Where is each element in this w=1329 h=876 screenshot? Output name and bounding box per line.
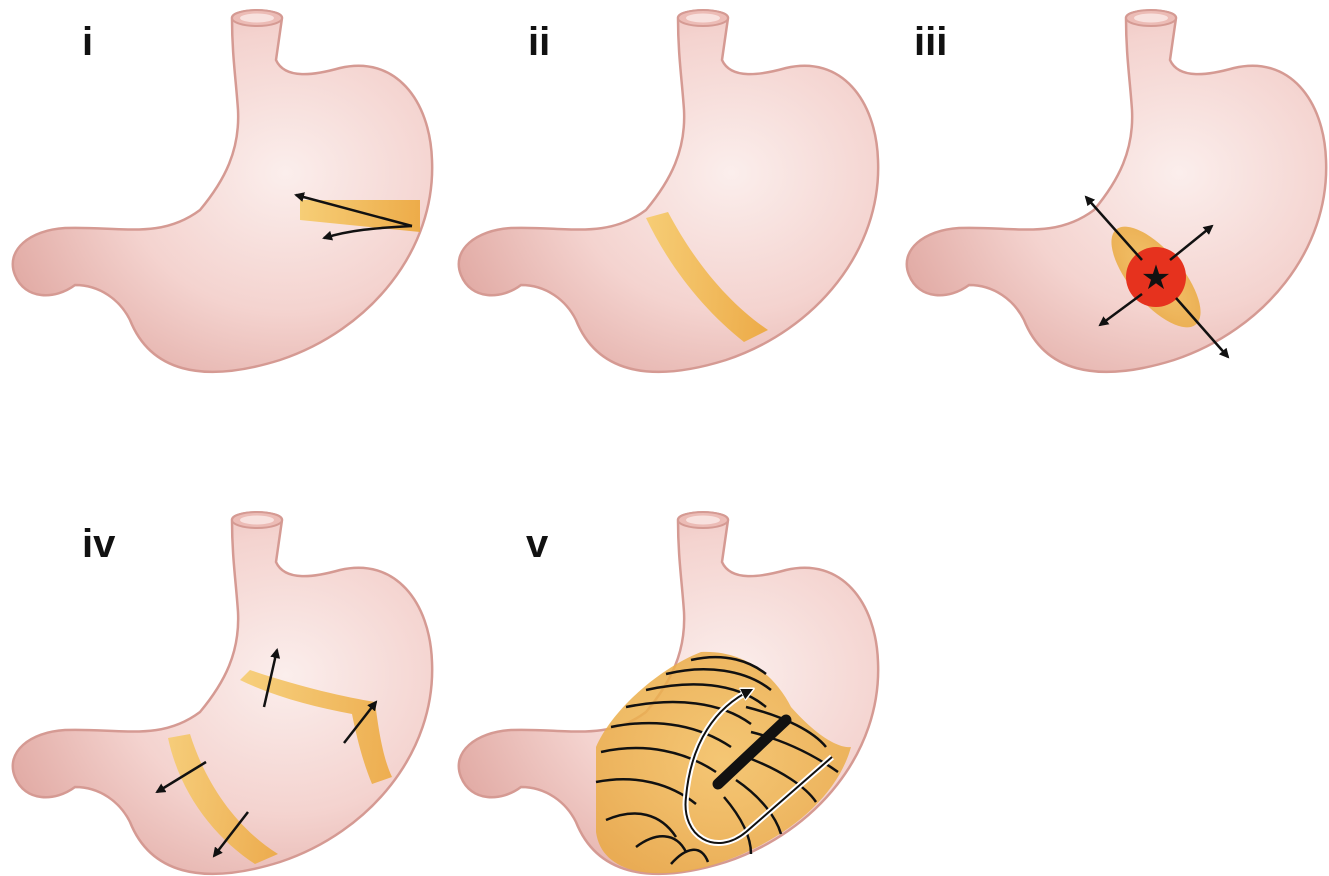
- star-icon: ★: [1141, 258, 1171, 298]
- panel-ii: ii: [459, 10, 878, 372]
- panel-label: ii: [528, 20, 550, 64]
- panel-iv: iv: [13, 512, 432, 874]
- panel-label: i: [82, 20, 93, 64]
- stomach-illustration: [907, 10, 1326, 372]
- panel-label: iii: [914, 20, 947, 64]
- panel-i: i: [13, 10, 432, 372]
- panel-label: iv: [82, 522, 116, 566]
- panel-label: v: [526, 522, 549, 566]
- panel-iii: ★ iii: [907, 10, 1326, 372]
- stomach-illustration: [13, 10, 432, 372]
- stomach-illustration: [459, 10, 878, 372]
- panel-v: v: [459, 512, 878, 874]
